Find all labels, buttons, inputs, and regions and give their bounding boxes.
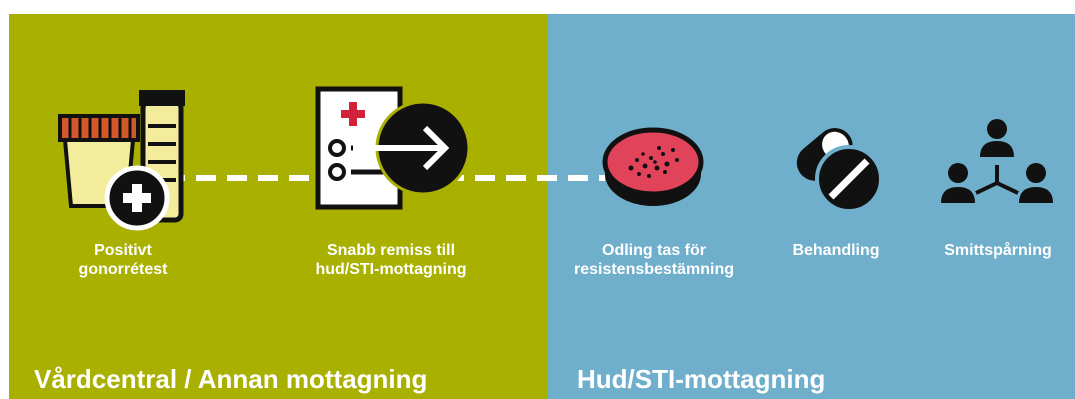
gonorrhea-test-icon (58, 90, 185, 231)
right-section-title: Hud/STI-mottagning (577, 364, 826, 394)
right-panel-sti-clinic (548, 14, 1075, 399)
step-label-positive-test: Positivt gonorrétest (78, 242, 168, 278)
pills-icon (796, 128, 883, 213)
step-label-contact-tracing: Smittspårning (944, 242, 1052, 259)
step-label-treatment: Behandling (792, 242, 880, 259)
step-label-culture: Odling tas för resistensbestämning (573, 242, 735, 278)
petri-dish-icon (602, 127, 704, 206)
referral-document-icon (315, 86, 471, 210)
contact-tracing-icon (941, 119, 1053, 203)
step-label-referral: Snabb remiss till hud/STI-mottagning (315, 242, 467, 278)
left-section-title: Vårdcentral / Annan mottagning (34, 364, 428, 394)
